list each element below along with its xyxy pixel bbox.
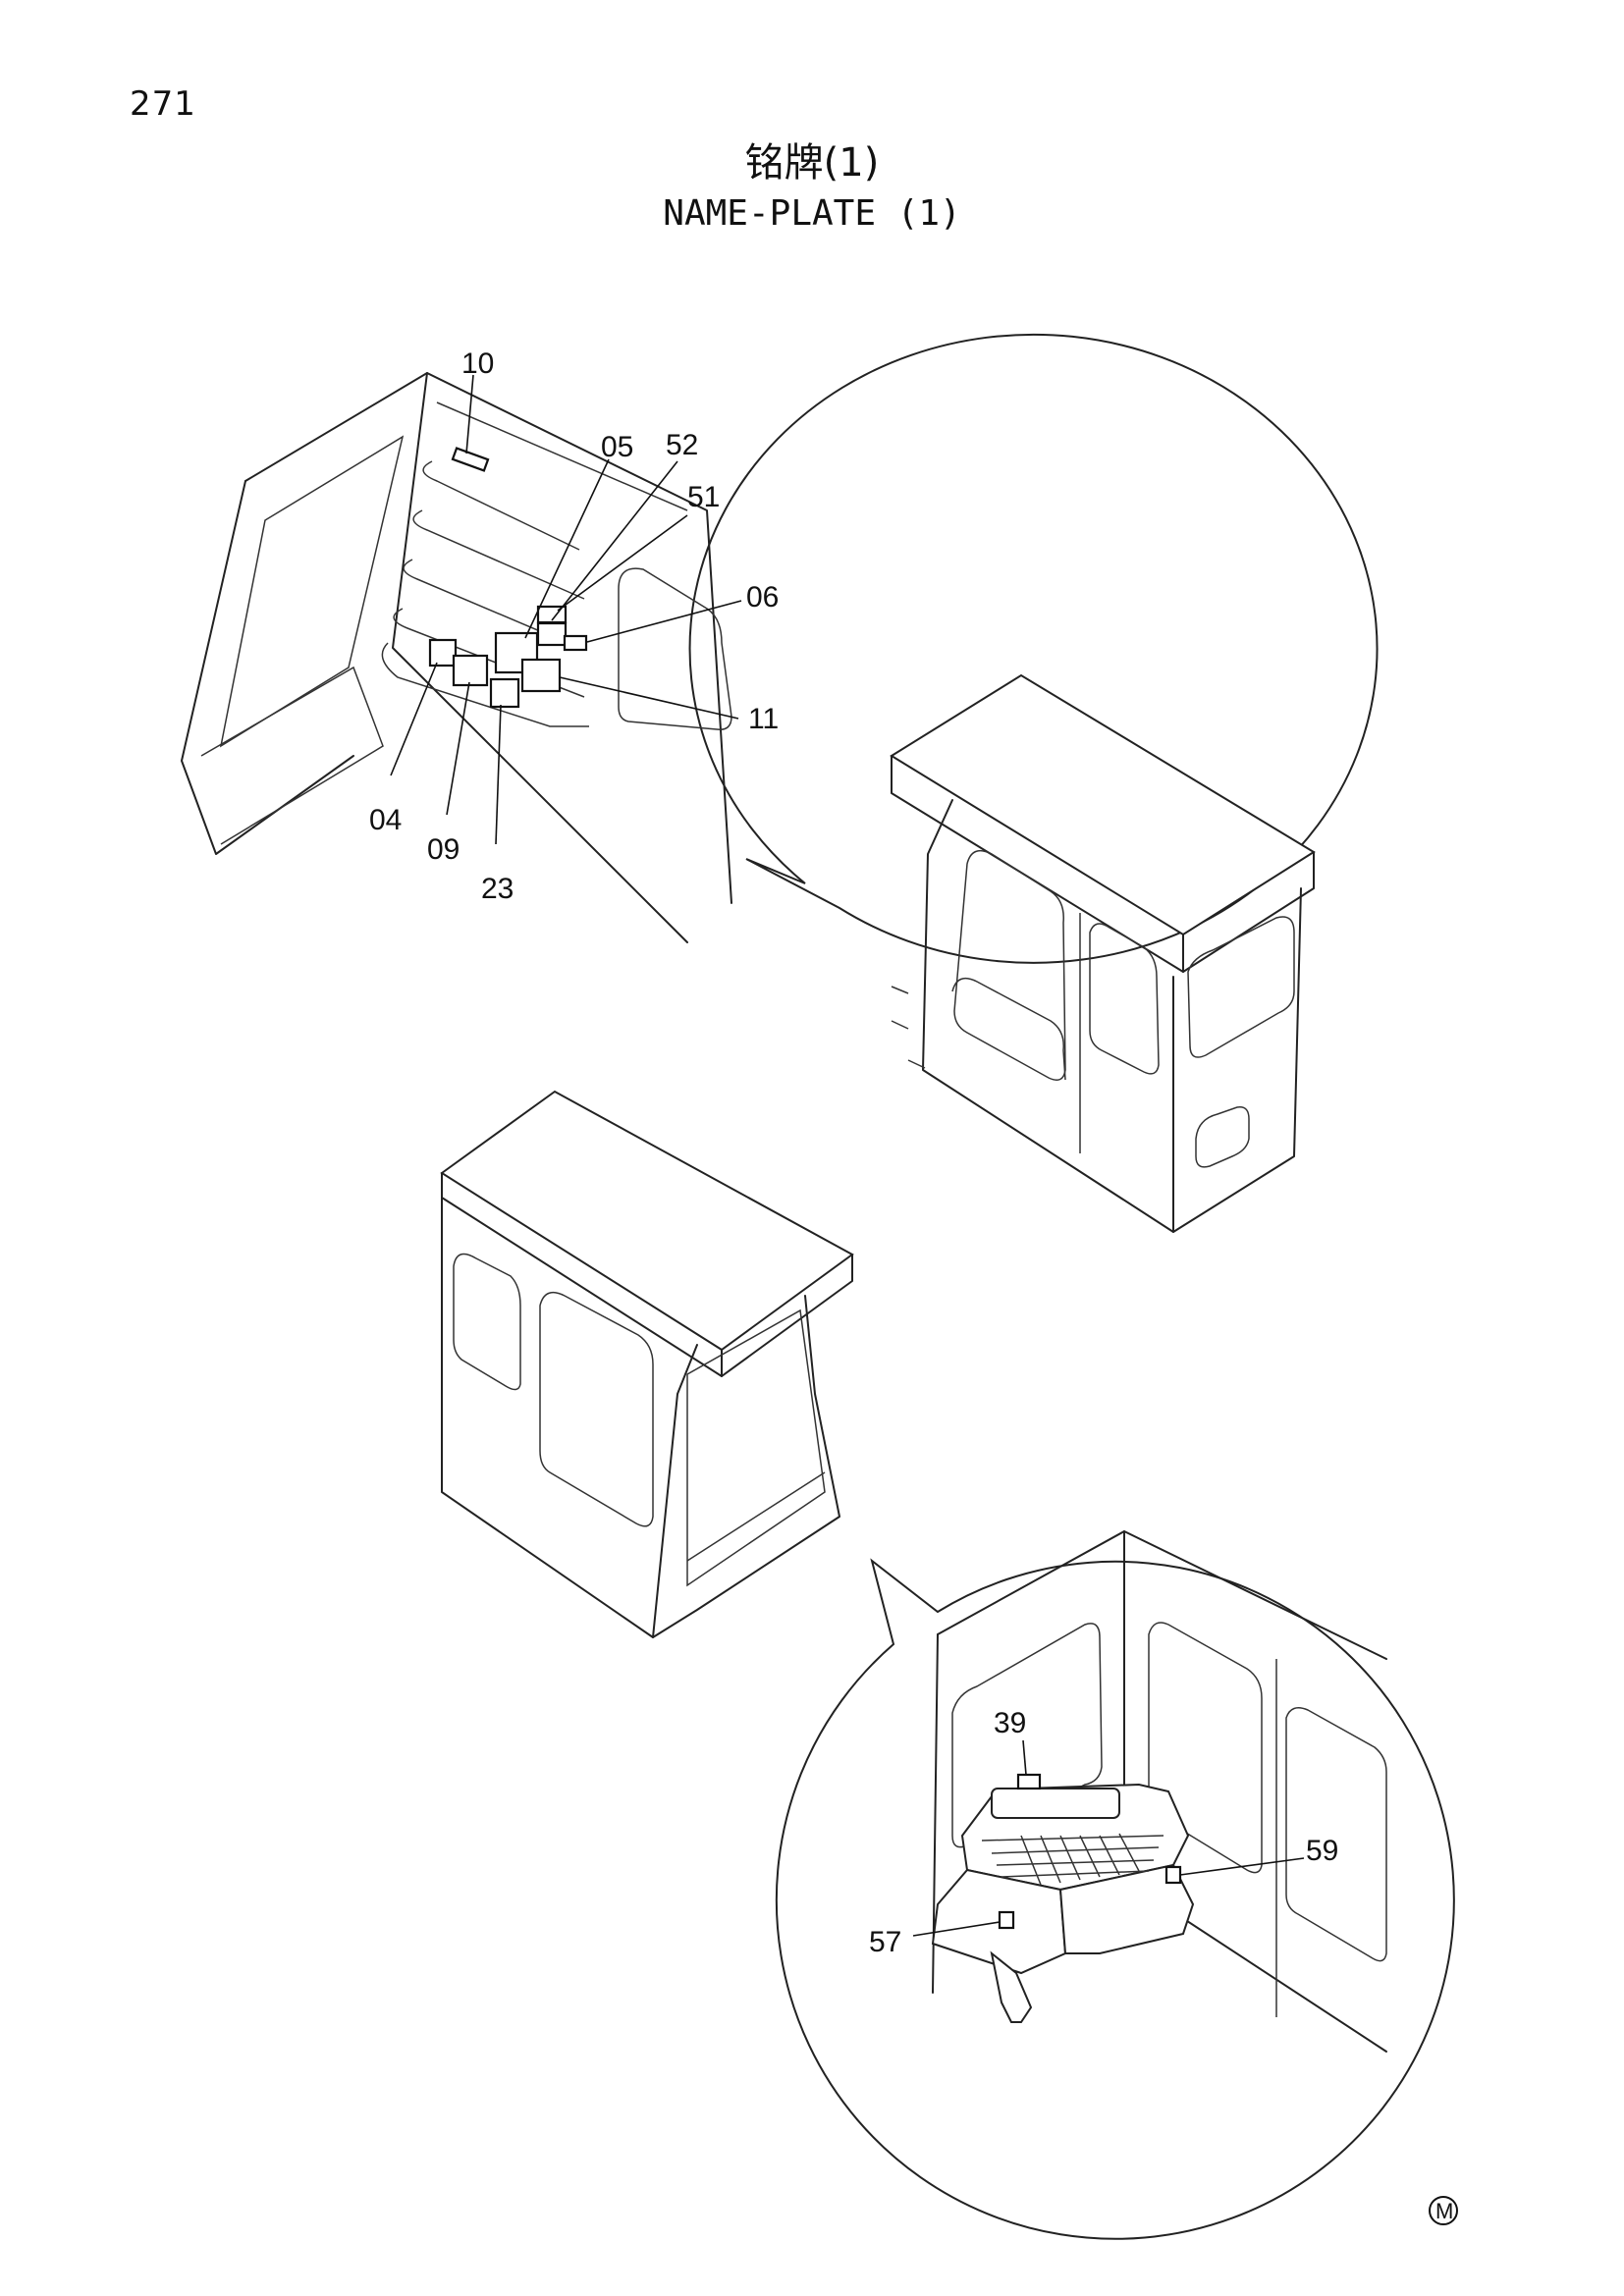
callout-52: 52 [666, 429, 698, 461]
callout-11: 11 [748, 703, 779, 735]
callout-57: 57 [869, 1926, 901, 1958]
callout-04: 04 [369, 804, 402, 836]
callout-05: 05 [601, 431, 633, 463]
plate-52 [536, 621, 568, 647]
cab-rear-view [890, 673, 1316, 1233]
callout-06: 06 [746, 581, 779, 614]
plate-09 [452, 654, 489, 687]
callout-23: 23 [481, 873, 514, 905]
plate-10 [451, 447, 490, 472]
callout-59: 59 [1306, 1835, 1338, 1867]
title-block: 铭牌(1) NAME-PLATE (1) [0, 137, 1624, 238]
callout-51: 51 [687, 481, 720, 513]
plate-59 [1164, 1865, 1182, 1885]
callout-10: 10 [461, 347, 494, 380]
lower-detail-bubble [775, 1530, 1455, 2240]
plate-11 [520, 658, 562, 693]
corner-mark-letter: M [1435, 2199, 1453, 2223]
plate-57 [998, 1910, 1015, 1930]
page-number: 271 [130, 84, 196, 124]
plate-06 [563, 634, 588, 652]
page-title-chinese: 铭牌(1) [744, 140, 880, 186]
corner-mark: M [1429, 2196, 1458, 2225]
callout-39: 39 [994, 1707, 1026, 1739]
plate-23 [489, 677, 520, 709]
page-title-english: NAME-PLATE (1) [663, 193, 961, 234]
plate-39 [1016, 1773, 1042, 1790]
callout-09: 09 [427, 833, 460, 866]
plate-04 [428, 638, 458, 667]
cab-front-view [440, 1090, 854, 1638]
